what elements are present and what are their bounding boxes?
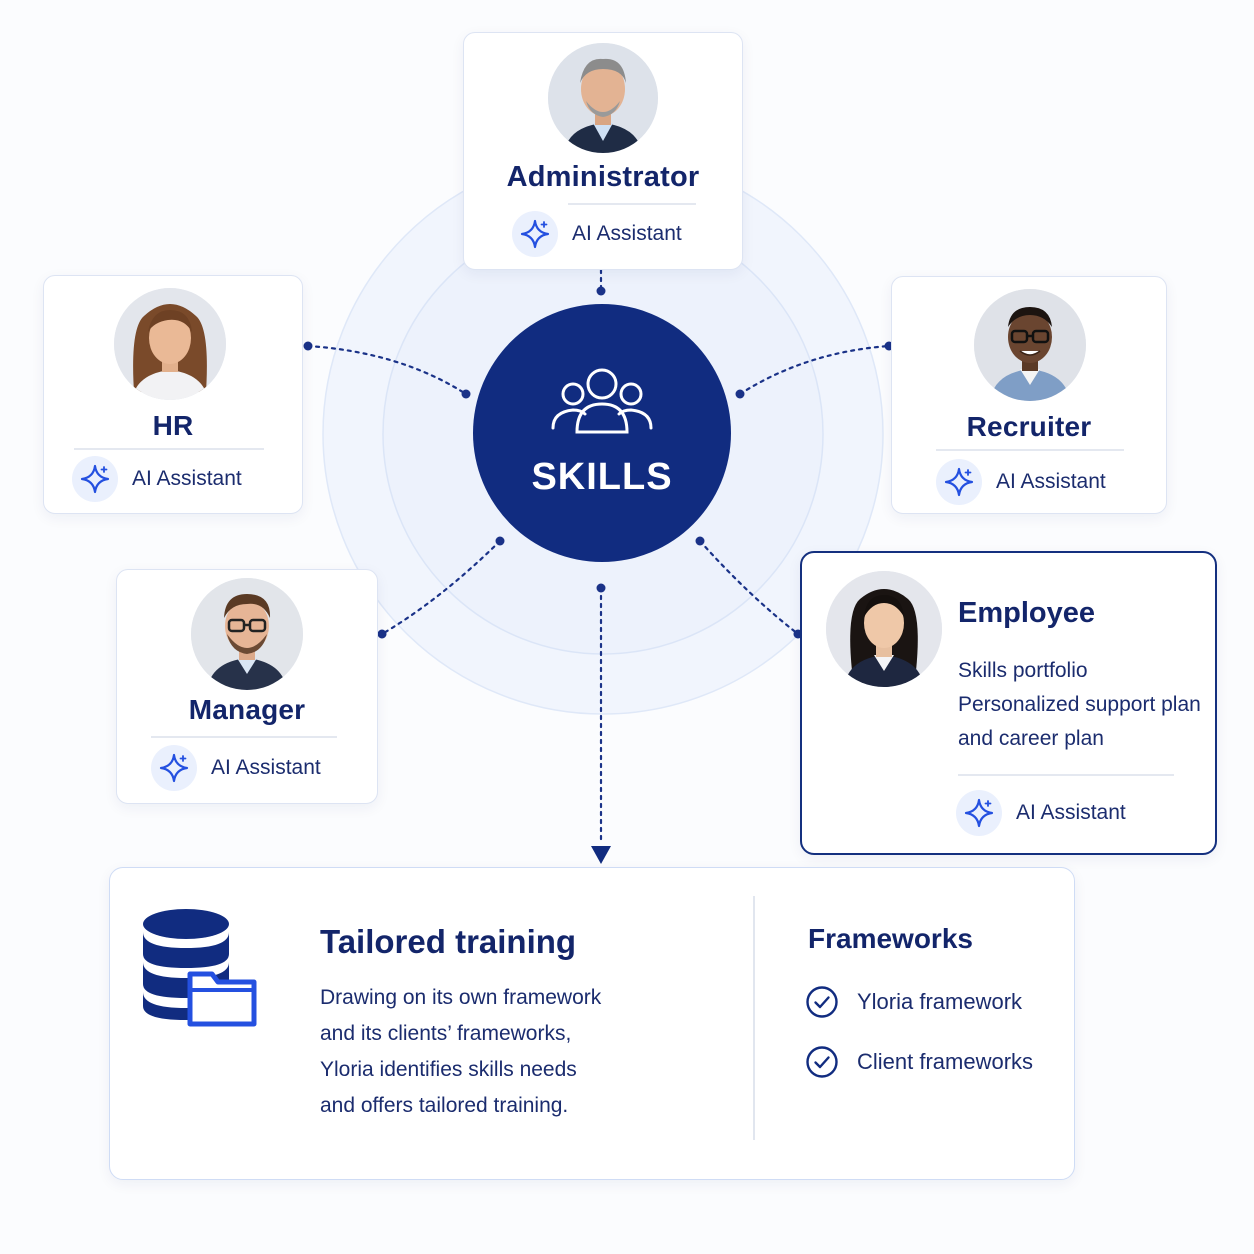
training-body-line-4: and offers tailored training. <box>320 1094 569 1117</box>
sparkle-icon <box>72 456 118 502</box>
check-circle-icon <box>806 986 838 1018</box>
people-group-icon <box>551 368 653 434</box>
training-body: Drawing on its own framework and its cli… <box>320 980 601 1124</box>
employee-card[interactable]: Employee Skills portfolio Personalized s… <box>800 551 1217 855</box>
ai-assistant-label: AI Assistant <box>572 222 682 245</box>
framework-item-yloria: Yloria framework <box>805 985 1022 1019</box>
training-body-line-1: Drawing on its own framework <box>320 986 602 1009</box>
recruiter-avatar <box>974 289 1086 401</box>
administrator-divider <box>568 203 696 205</box>
administrator-ai-assistant[interactable]: AI Assistant <box>512 211 682 257</box>
hr-title: HR <box>152 410 194 441</box>
training-body-line-3: Yloria identifies skills needs <box>320 1058 577 1081</box>
recruiter-title: Recruiter <box>966 411 1092 442</box>
administrator-avatar <box>548 43 658 153</box>
ai-assistant-label: AI Assistant <box>211 756 321 779</box>
manager-avatar <box>191 578 303 690</box>
hr-avatar <box>114 288 226 400</box>
recruiter-divider <box>936 449 1124 451</box>
employee-avatar <box>826 571 942 687</box>
employee-details: Skills portfolio Personalized support pl… <box>958 654 1201 756</box>
hr-card[interactable]: HR AI Assistant <box>43 275 303 514</box>
manager-card[interactable]: Manager AI Assistant <box>116 569 378 804</box>
panel-vertical-divider <box>753 896 755 1140</box>
connector-employee <box>698 539 800 636</box>
ai-assistant-label: AI Assistant <box>996 470 1106 493</box>
hr-divider <box>74 448 264 450</box>
connector-recruiter <box>738 344 891 396</box>
training-body-line-2: and its clients’ frameworks, <box>320 1022 572 1045</box>
employee-line-1: Skills portfolio <box>958 659 1088 682</box>
framework-label: Yloria framework <box>857 989 1023 1014</box>
ai-assistant-label: AI Assistant <box>132 467 242 490</box>
employee-line-2: Personalized support plan <box>958 693 1201 716</box>
employee-divider <box>958 774 1174 776</box>
training-panel: Tailored training Drawing on its own fra… <box>109 867 1075 1180</box>
skills-label: SKILLS <box>531 456 673 498</box>
frameworks-title: Frameworks <box>808 923 973 954</box>
manager-title: Manager <box>188 694 306 725</box>
sparkle-icon <box>936 459 982 505</box>
training-title: Tailored training <box>320 923 577 960</box>
framework-item-client: Client frameworks <box>805 1045 1033 1079</box>
arrow-down-icon <box>591 846 611 864</box>
framework-label: Client frameworks <box>857 1049 1034 1074</box>
sparkle-icon <box>512 211 558 257</box>
skills-hub: SKILLS <box>473 304 731 562</box>
sparkle-icon <box>151 745 197 791</box>
connector-manager <box>380 539 502 636</box>
administrator-title: Administrator <box>506 161 700 193</box>
manager-ai-assistant[interactable]: AI Assistant <box>151 745 321 791</box>
database-folder-icon <box>143 909 257 1027</box>
employee-ai-assistant[interactable]: AI Assistant <box>956 790 1126 836</box>
employee-title: Employee <box>958 597 1095 629</box>
check-circle-icon <box>806 1046 838 1078</box>
ai-assistant-label: AI Assistant <box>1016 801 1126 824</box>
hr-ai-assistant[interactable]: AI Assistant <box>72 456 242 502</box>
connector-hr <box>306 344 468 396</box>
recruiter-card[interactable]: Recruiter AI Assistant <box>891 276 1167 514</box>
recruiter-ai-assistant[interactable]: AI Assistant <box>936 459 1106 505</box>
employee-line-3: and career plan <box>958 727 1104 750</box>
manager-divider <box>151 736 337 738</box>
sparkle-icon <box>956 790 1002 836</box>
administrator-card[interactable]: Administrator AI Assistant <box>463 32 743 270</box>
